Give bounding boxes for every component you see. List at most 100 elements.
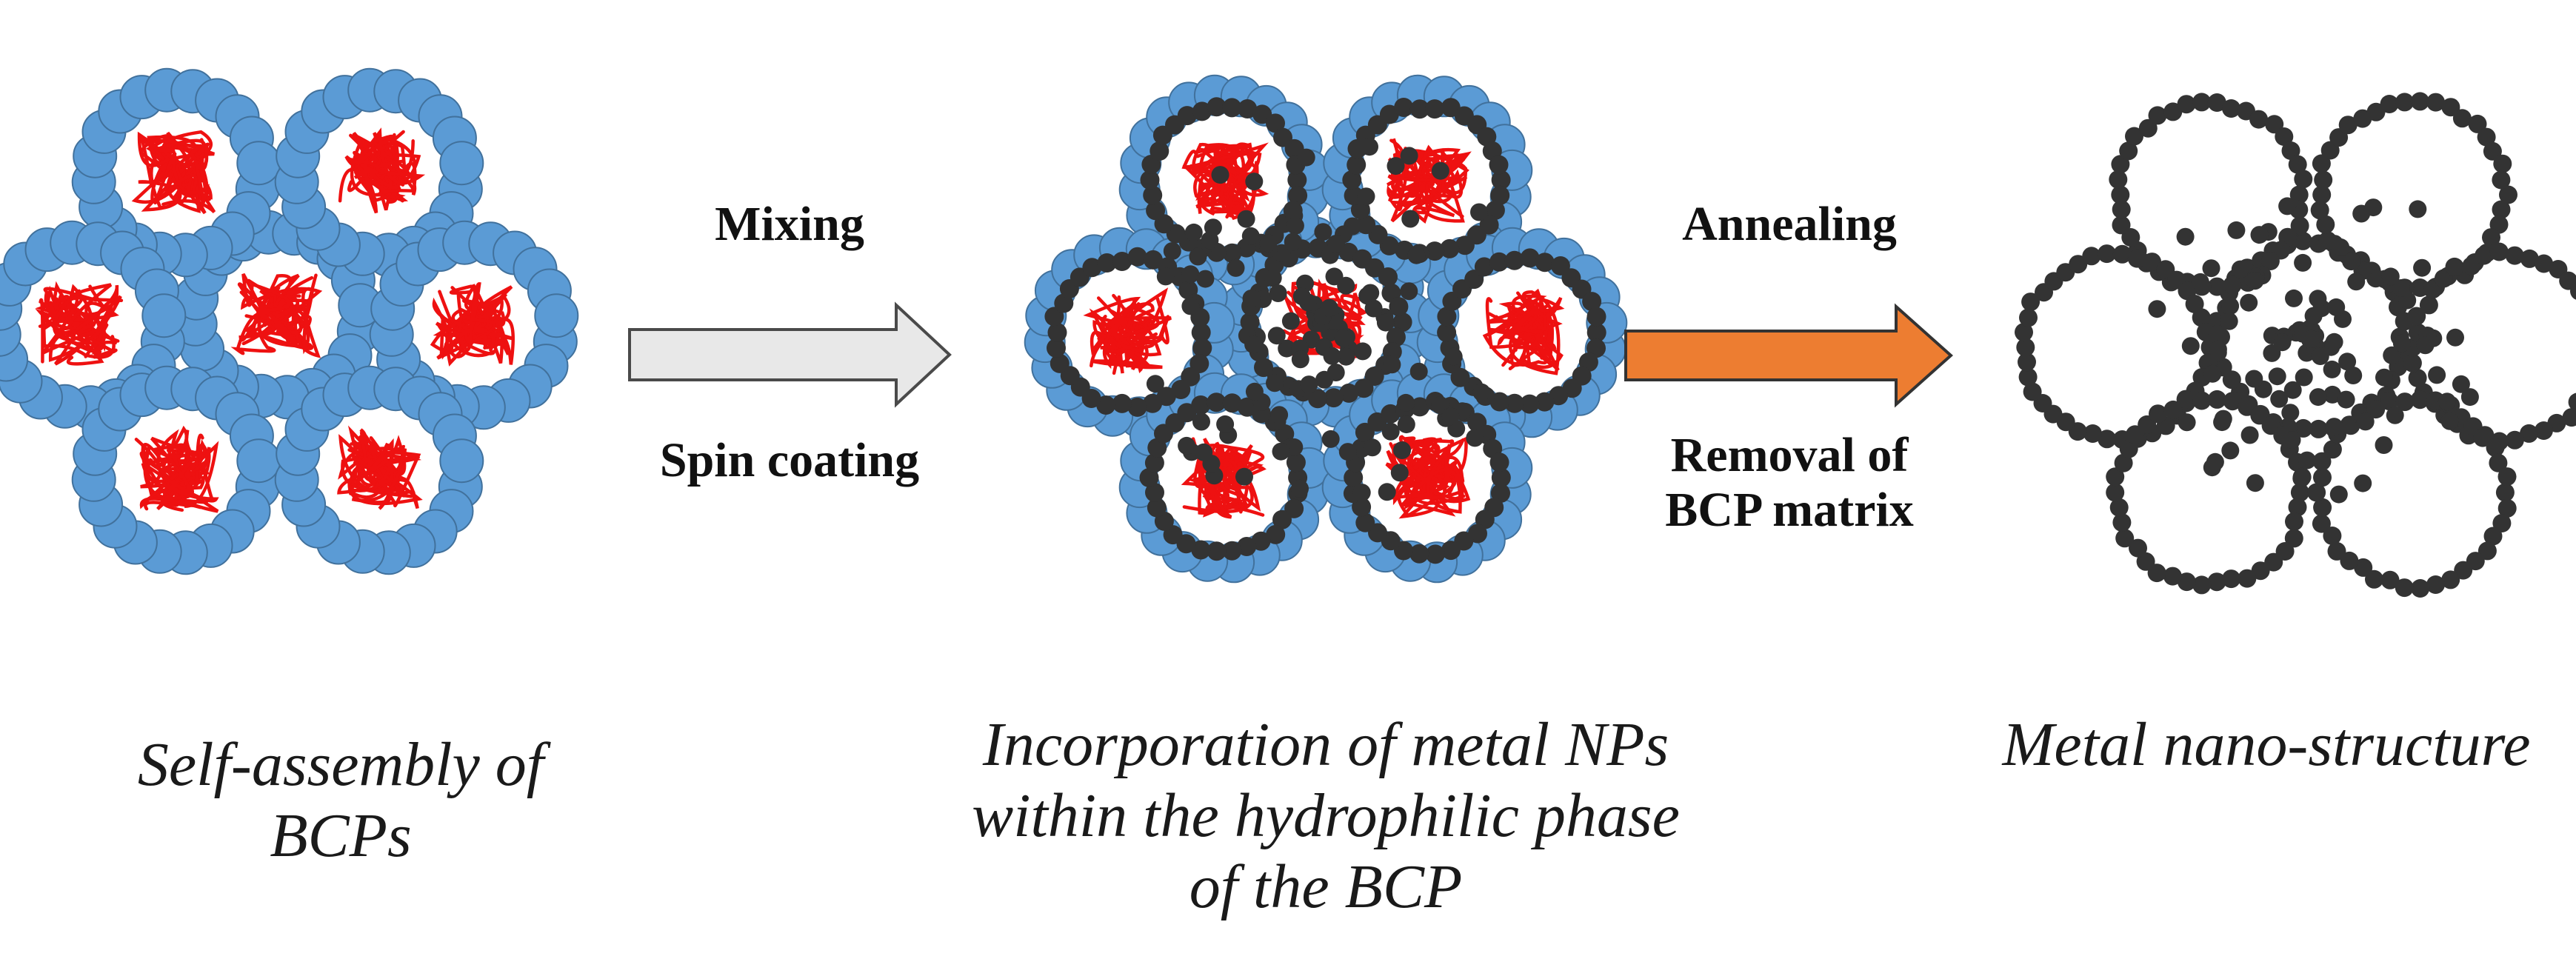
nanoparticle-icon: [1222, 98, 1242, 118]
nanoparticle-icon: [2329, 485, 2348, 504]
nanoparticle-icon: [2386, 406, 2404, 424]
nanoparticle-icon: [2365, 569, 2383, 589]
nanoparticle-icon: [2119, 141, 2138, 161]
nanoparticle-icon: [1520, 248, 1540, 268]
nanoparticle-icon: [2260, 252, 2280, 270]
nanoparticle-icon: [2136, 552, 2155, 571]
nanoparticle-icon: [1437, 307, 1457, 327]
polymer-chain: [1389, 138, 1468, 223]
nanoparticle-icon: [2312, 154, 2331, 173]
nanoparticle-icon: [1254, 358, 1273, 378]
nanoparticle-icon: [2505, 430, 2524, 450]
nanoparticle-icon: [2445, 257, 2464, 276]
polymer-chain: [141, 436, 219, 503]
nanoparticle-icon: [1409, 544, 1429, 564]
nanoparticle-icon: [2192, 391, 2212, 410]
nanoparticle-icon: [1097, 253, 1117, 273]
nanoparticle-icon: [2309, 419, 2328, 438]
nanoparticle-icon: [2347, 273, 2366, 291]
nanoparticle-icon: [2223, 392, 2242, 411]
nanoparticle-icon: [2209, 340, 2227, 358]
nanoparticle-icon: [2366, 400, 2386, 419]
nanoparticle-icon: [1361, 138, 1378, 156]
nanoparticle-icon: [2419, 295, 2438, 315]
micelle-icon: [274, 365, 484, 575]
nanoparticle-icon: [1211, 166, 1229, 184]
nanoparticle-icon: [2268, 367, 2286, 386]
nanoparticle-icon: [1266, 113, 1285, 133]
nanoparticle-icon: [2520, 424, 2538, 443]
nanoparticle-icon: [2177, 95, 2196, 114]
corona-bead: [534, 293, 579, 338]
polymer-chain: [39, 284, 93, 366]
nanoparticle-icon: [2383, 346, 2401, 364]
nanoparticle-icon: [2403, 353, 2422, 372]
nanoparticle-icon: [1222, 541, 1242, 561]
nanoparticle-icon: [1466, 429, 1484, 447]
nanoparticle-icon: [2285, 512, 2303, 531]
nanoparticle-icon: [2285, 289, 2303, 307]
nanoparticle-icon: [2220, 312, 2238, 330]
polymer-chain: [1098, 297, 1169, 370]
nanoparticle-icon: [1204, 218, 1222, 237]
nanoparticle-icon: [1491, 468, 1511, 487]
micelle-icon: [71, 365, 281, 575]
nanoparticle-icon: [2337, 390, 2355, 409]
nanoparticle-icon: [1145, 483, 1164, 502]
nanoparticle-icon: [2294, 253, 2312, 272]
nanoparticle-icon: [2475, 246, 2494, 265]
nanoparticle-icon: [2293, 231, 2312, 250]
removal-line-1: Removal of: [1670, 428, 1909, 482]
nanoparticle-icon: [2138, 118, 2158, 138]
nanoparticle-icon: [1237, 210, 1255, 228]
micelle-core: [35, 281, 124, 366]
nanoparticle-icon: [2380, 570, 2400, 589]
nanoparticle-icon: [2015, 323, 2033, 342]
nanoparticle-icon: [2375, 368, 2393, 387]
nanoparticle-icon: [1286, 216, 1304, 235]
nanoparticle-icon: [1535, 253, 1555, 273]
nanoparticle-icon: [2413, 258, 2432, 277]
polymer-chain: [1487, 301, 1541, 367]
nanoparticle-icon: [1082, 258, 1102, 278]
nanoparticle-icon: [2288, 498, 2307, 517]
nanoparticle-icon: [2208, 324, 2226, 343]
nanoparticle-icon: [1381, 404, 1401, 424]
nanoparticle-icon: [1192, 412, 1210, 431]
caption-incorporation-line-2: within the hydrophilic phase: [972, 781, 1680, 850]
annealing-label: Annealing: [1682, 197, 1897, 251]
nanoparticle-icon: [1272, 442, 1290, 461]
nanoparticle-icon: [2082, 247, 2101, 266]
polymer-chain: [1193, 157, 1255, 218]
nanoparticle-icon: [1140, 170, 1160, 190]
polymer-chain: [1392, 436, 1468, 506]
polymer-chain: [41, 284, 119, 355]
nanoparticle-icon: [2304, 307, 2323, 325]
nanoparticle-icon: [1337, 276, 1355, 295]
removal-label: Removal of BCP matrix: [1612, 428, 1967, 538]
nanoparticle-icon: [1504, 393, 1524, 413]
nanoparticle-icon: [1381, 422, 1400, 441]
nanoparticle-icon: [1586, 307, 1606, 327]
removal-line-2: BCP matrix: [1665, 482, 1914, 537]
nanoparticle-icon: [1278, 339, 1296, 358]
caption-self-assembly-line-2: BCPs: [270, 801, 412, 870]
nanoparticle-icon: [2281, 404, 2300, 422]
nanoparticle-icon: [1376, 313, 1395, 332]
nanoparticle-icon: [1047, 323, 1067, 342]
nanoparticle-icon: [1245, 173, 1264, 191]
nanoparticle-icon: [1485, 200, 1505, 220]
nanoparticle-icon: [2202, 259, 2220, 278]
nanoparticle-icon: [2311, 347, 2329, 365]
nanoparticle-icon: [1379, 104, 1399, 124]
nanoparticle-icon: [2163, 567, 2182, 586]
nanoparticle-icon: [1112, 393, 1132, 413]
nanoparticle-icon: [2147, 564, 2166, 583]
nanoparticle-icon: [2112, 200, 2131, 219]
polymer-chain: [1090, 293, 1150, 367]
nanoparticle-icon: [2489, 453, 2508, 472]
nanoparticle-icon: [1112, 252, 1132, 271]
metal-nanostructure-panel: [2015, 92, 2576, 598]
nanoparticle-icon: [2316, 215, 2335, 234]
polymer-chain: [439, 282, 496, 356]
